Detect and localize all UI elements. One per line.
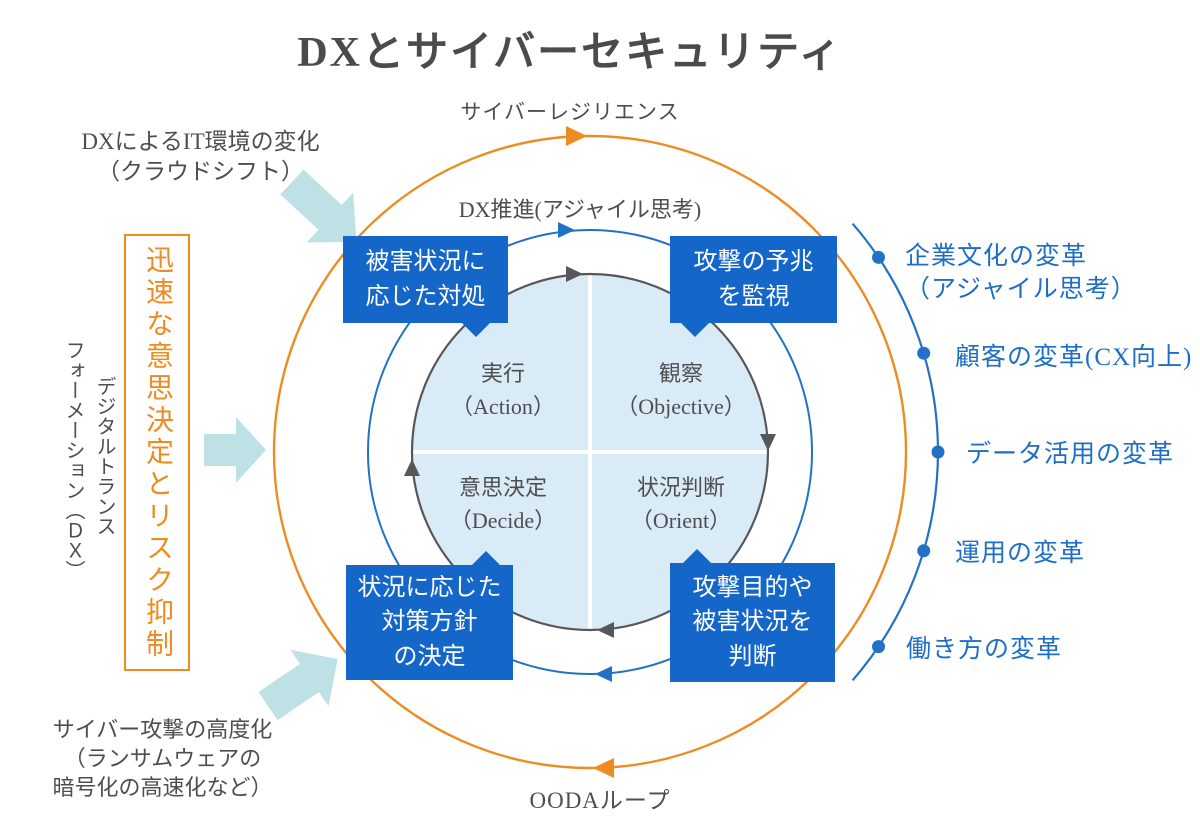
quadrant-objective-jp: 観察 <box>658 361 703 386</box>
callout-judge-attack-purpose: 攻撃目的や 被害状況を 判断 <box>670 549 835 682</box>
quadrant-action-en: （Action） <box>451 394 555 419</box>
callout-tail-icon <box>680 322 710 337</box>
callout-tail-icon <box>682 549 712 564</box>
quadrant-objective-label: 観察 （Objective） <box>586 357 776 423</box>
quadrant-decide-en: （Decide） <box>449 508 557 533</box>
resilience-ring-arrow-bottom-icon <box>593 758 614 778</box>
ooda-ring-arrow-right-icon <box>760 434 776 451</box>
resilience-ring-arrow-top-icon <box>566 126 587 146</box>
transformation-item-workstyle: 働き方の変革 <box>906 636 1063 663</box>
dx-promotion-label: DX推進(アジャイル思考) <box>458 197 702 222</box>
digital-transformation-vertical-label: デジタルトランス フォーメーション（ＤＸ） <box>50 340 126 580</box>
rapid-decision-banner: 迅速な意思決定とリスク抑制 <box>124 234 190 671</box>
ooda-loop-label: OODAループ <box>529 788 671 813</box>
quadrant-orient-en: （Orient） <box>630 508 732 533</box>
middle-dx-ring <box>367 229 813 675</box>
callout-damage-response-text: 被害状況に 応じた対処 <box>365 249 486 310</box>
arc-bullet-dot <box>917 544 931 558</box>
attack-arrow-northeast-icon <box>258 649 338 721</box>
digital-transformation-vertical-text: デジタルトランス フォーメーション（ＤＸ） <box>62 340 115 580</box>
outer-resilience-ring <box>272 134 908 770</box>
dx-arrow-east-icon <box>204 417 266 483</box>
cloud-shift-arrow-southeast-icon <box>280 169 357 243</box>
quadrant-orient-label: 状況判断 （Orient） <box>586 471 776 537</box>
arc-bullet-dot <box>917 346 931 360</box>
arc-bullet-dot <box>872 250 885 264</box>
quadrant-orient-jp: 状況判断 <box>636 475 725 500</box>
cyber-attack-sophistication-note: サイバー攻撃の高度化 （ランサムウェアの 暗号化の高速化など） <box>52 717 273 801</box>
callout-decide-countermeasures-text: 状況に応じた 対策方針 の決定 <box>357 575 502 670</box>
quadrant-decide-jp: 意思決定 <box>458 475 547 500</box>
callout-damage-response: 被害状況に 応じた対処 <box>343 236 508 337</box>
ooda-ring-arrow-bottom-icon <box>597 622 614 638</box>
cyber-resilience-label: サイバーレジリエンス <box>460 100 680 124</box>
dx-ring-arrow-bottom-icon <box>595 666 612 682</box>
quadrant-decide-label: 意思決定 （Decide） <box>408 471 598 537</box>
arc-bullet-dot <box>872 640 885 654</box>
rapid-decision-banner-text: 迅速な意思決定とリスク抑制 <box>142 244 173 661</box>
transformation-item-corporate-culture: 企業文化の変革 （アジャイル思考） <box>905 243 1137 303</box>
transformation-item-data-utilization: データ活用の変革 <box>966 441 1175 468</box>
inner-ooda-ring <box>410 272 770 632</box>
callout-tail-icon <box>461 322 491 337</box>
callout-decide-countermeasures: 状況に応じた 対策方針 の決定 <box>346 551 513 680</box>
callout-monitor-attack-signs-text: 攻撃の予兆 を監視 <box>693 249 814 310</box>
dx-ring-arrow-top-icon <box>558 222 575 238</box>
arc-bullet-dot <box>931 445 945 459</box>
quadrant-action-jp: 実行 <box>480 361 525 386</box>
ooda-ring-arrow-top-icon <box>566 266 583 282</box>
quadrant-objective-en: （Objective） <box>616 394 746 419</box>
callout-tail-icon <box>471 551 501 566</box>
transformation-item-operations: 運用の変革 <box>955 540 1086 567</box>
ooda-ring-arrow-left-icon <box>404 459 420 476</box>
it-environment-change-note: DXによるIT環境の変化 （クラウドシフト） <box>81 129 320 184</box>
callout-judge-attack-purpose-text: 攻撃目的や 被害状況を 判断 <box>692 575 813 670</box>
callout-monitor-attack-signs: 攻撃の予兆 を監視 <box>670 236 837 337</box>
transformation-item-customer: 顧客の変革(CX向上) <box>955 344 1193 371</box>
quadrant-action-label: 実行 （Action） <box>408 357 598 423</box>
page-title: DXとサイバーセキュリティ <box>297 30 843 76</box>
